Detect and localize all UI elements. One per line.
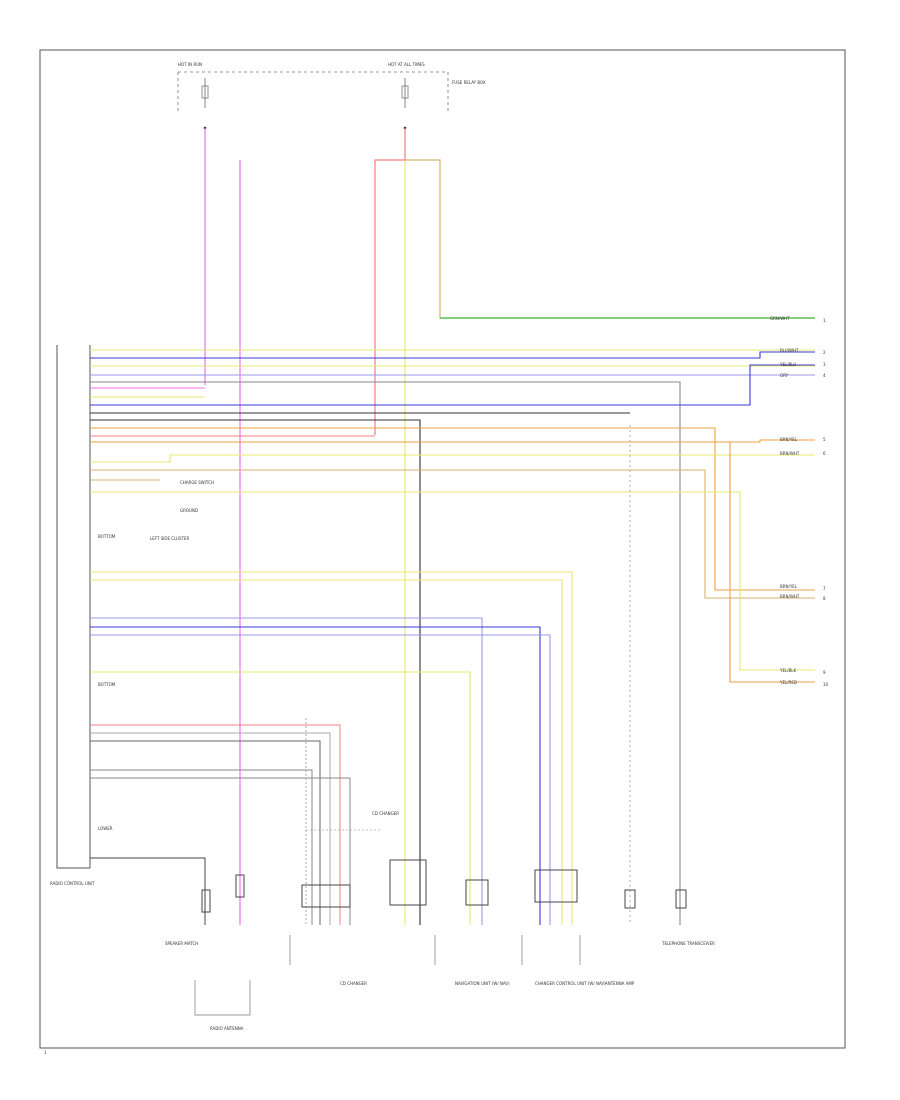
- component-label: NAVIGATION UNIT (W/ NAV): [455, 981, 510, 986]
- wire-tag-9: YEL/BLK: [779, 668, 797, 673]
- group-end-main: BOTTOM: [98, 534, 116, 539]
- wire-tag-3: YEL/BLU: [779, 362, 796, 367]
- wire-tag-2: BLU/WHT: [780, 348, 799, 353]
- bottom-labels: SPEAKER MATCH CD CHANGER NAVIGATION UNIT…: [44, 941, 715, 1055]
- switch-label-1: CHARGE SWITCH: [180, 480, 214, 485]
- wire-tag-6: BRN/WHT: [780, 451, 800, 456]
- connector-pin: 9: [823, 670, 826, 675]
- lamp-label: LEFT SIDE CLUSTER: [150, 536, 190, 541]
- connector-pin: 3: [823, 362, 826, 367]
- bottom-brackets: [194, 935, 581, 1016]
- connector-pin: 7: [823, 586, 826, 591]
- component-label: CD CHANGER: [340, 981, 367, 986]
- module-label: RADIO CONTROL UNIT: [50, 881, 95, 886]
- mid-harness: [90, 571, 573, 925]
- upper-harness: [90, 349, 815, 925]
- component-label: CHANGER CONTROL UNIT (W/ NAV): [535, 981, 606, 986]
- cd-note: CD CHANGER: [372, 811, 399, 816]
- top-wires: [204, 128, 815, 925]
- fuse-label-left: HOT IN RUN: [178, 62, 202, 67]
- page-number: 1: [44, 1050, 47, 1055]
- low-harness: [90, 718, 351, 925]
- fuse-box: HOT IN RUN HOT AT ALL TIMES FUSE RELAY B…: [177, 62, 486, 130]
- wire-tag-8: BRN/WHT: [780, 594, 800, 599]
- group-end-low: LOWER: [98, 826, 113, 831]
- connector-pin: 8: [823, 596, 826, 601]
- component-label: SPEAKER MATCH: [165, 941, 198, 946]
- wire-tag-10: YEL/RED: [779, 680, 797, 685]
- connector-pin: 2: [823, 350, 826, 355]
- group-end-mid: BOTTOM: [98, 682, 116, 687]
- connector-pin: 1: [823, 318, 826, 323]
- component-label: ANTENNA AMP: [605, 981, 635, 986]
- antenna-label: RADIO ANTENNA: [210, 1026, 244, 1031]
- component-label: TELEPHONE TRANSCEIVER: [661, 941, 715, 946]
- wire-tag-7: BRN/YEL: [780, 584, 798, 589]
- connector-pin: 5: [823, 437, 826, 442]
- connector-pin: 6: [823, 451, 826, 456]
- radio-control-unit: RADIO CONTROL UNIT BOTTOM BOTTOM LOWER: [50, 345, 116, 886]
- right-connectors: GRN/WHT BLU/WHT YEL/BLU GRY BRN/YEL BRN/…: [770, 316, 829, 687]
- connector-pin: 4: [823, 373, 826, 378]
- pin-labels: CHARGE SWITCH GROUND LEFT SIDE CLUSTER C…: [150, 480, 399, 831]
- wire-tag-1: GRN/WHT: [770, 316, 790, 321]
- connector-pin: 10: [823, 682, 829, 687]
- bottom-connectors: [201, 859, 687, 913]
- relay-note: FUSE RELAY BOX: [452, 80, 486, 85]
- switch-label-2: GROUND: [180, 508, 198, 513]
- wire-tag-4: GRY: [780, 373, 789, 378]
- wire-tag-5: BRN/YEL: [780, 437, 798, 442]
- fuse-label-right: HOT AT ALL TIMES: [388, 62, 425, 67]
- diagram-frame: [39, 49, 846, 1049]
